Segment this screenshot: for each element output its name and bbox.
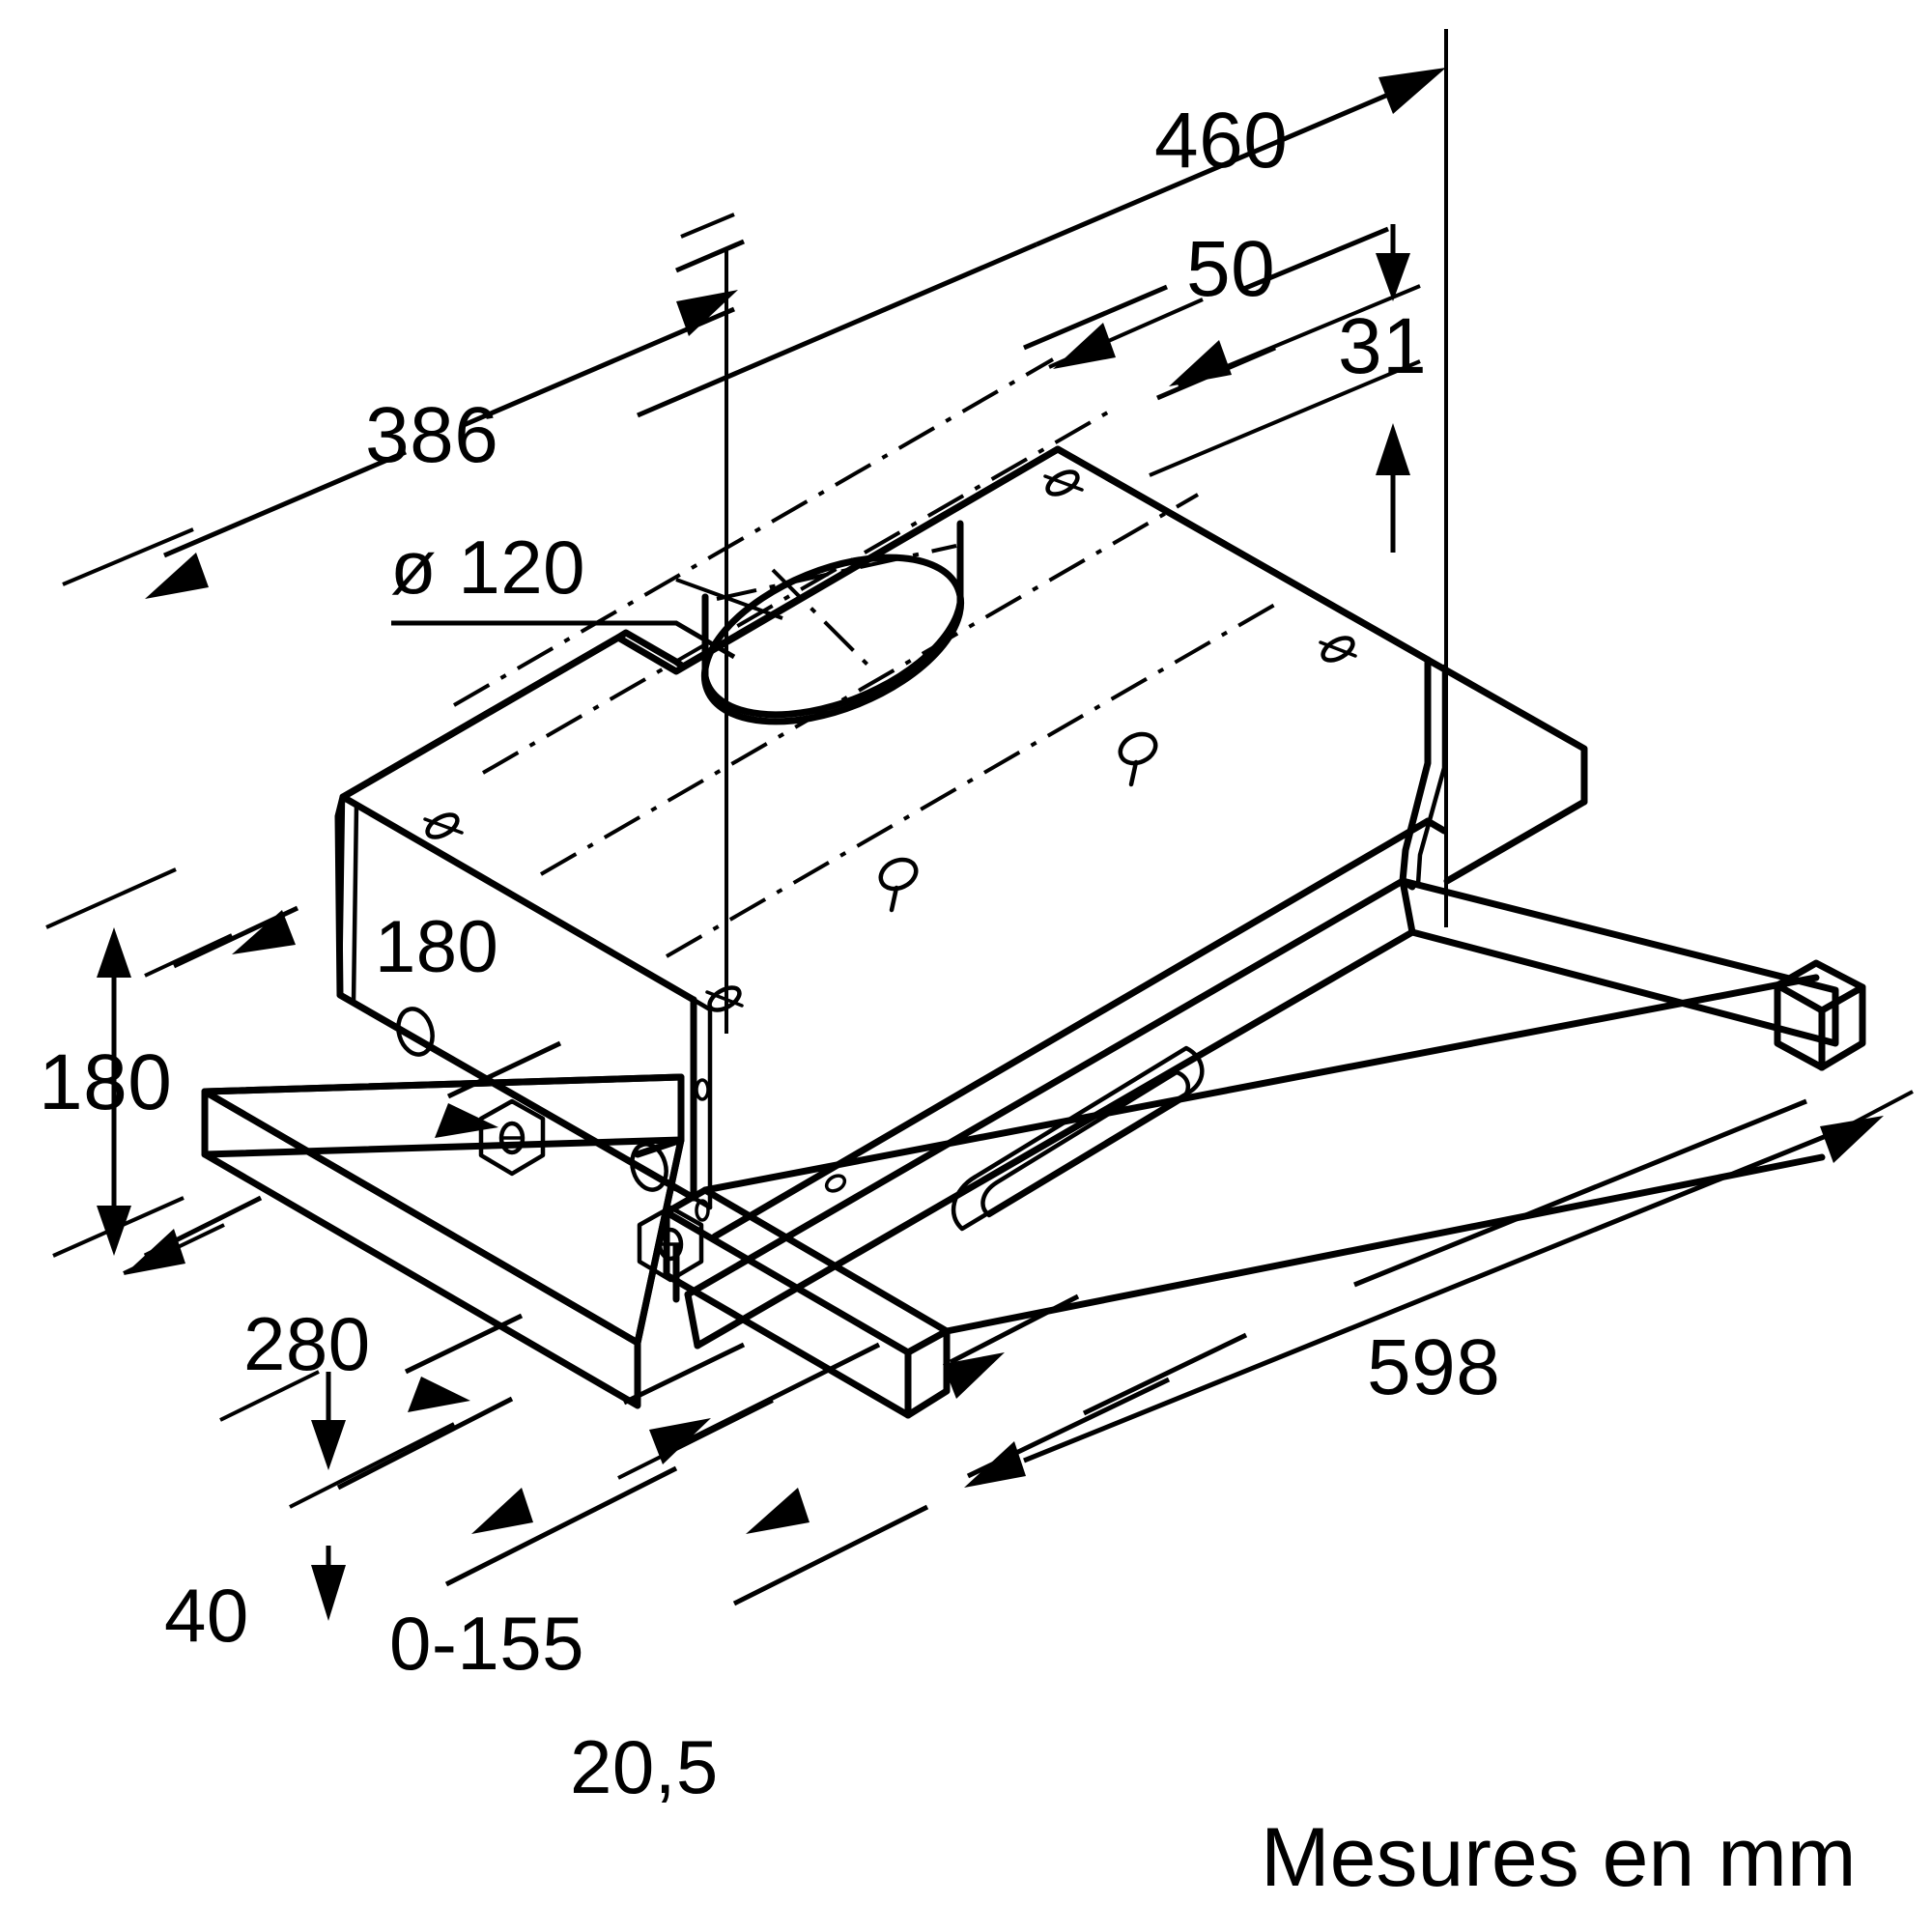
dimension-280 [123,1195,524,1412]
dimension-386 [62,213,745,599]
mounting-screw-holes [423,469,1357,1012]
duct-outlet-collar [700,520,965,725]
dimension-label-50: 50 [1186,225,1276,313]
dimension-0-155 [289,1342,746,1587]
dimension-label-0-155: 0-155 [389,1601,584,1686]
dimension-460 [637,29,1448,927]
dimension-180-depth [144,905,562,1138]
units-note: Mesures en mm [1261,1811,1857,1904]
dimension-label-31: 31 [1338,302,1428,390]
base-block [201,1073,685,1409]
dimension-40 [219,1370,346,1621]
dimension-598 [964,1090,1914,1488]
dimension-20-5 [617,1293,1080,1606]
dimension-180-height [45,867,185,1258]
dimension-label-20-5: 20,5 [570,1724,719,1809]
dimension-label-180-height: 180 [39,1038,173,1126]
dimension-duct-120 [391,249,783,1034]
sliding-visor [663,817,1866,1419]
dimension-31 [1149,224,1421,553]
dimension-label-280: 280 [243,1301,371,1386]
dimension-label-180-depth: 180 [375,906,499,988]
dimension-label-duct-120: ø 120 [390,525,585,610]
inner-divider-panel [690,996,713,1222]
dimension-label-598: 598 [1367,1323,1501,1411]
dimension-label-40: 40 [164,1573,249,1658]
top-face-centerlines [452,357,1287,958]
dimension-50 [1023,226,1389,401]
dimension-label-386: 386 [365,391,499,479]
dimension-label-460: 460 [1154,97,1289,185]
